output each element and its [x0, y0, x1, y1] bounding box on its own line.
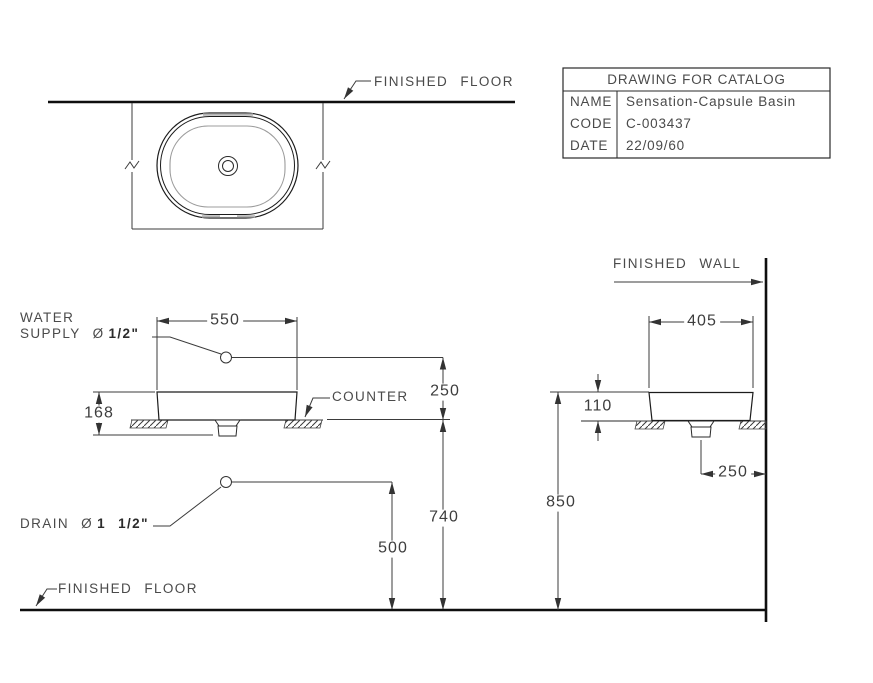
- dim-drain-above-floor-500: 500: [375, 540, 411, 558]
- finished-wall-label: FINISHED WALL: [613, 256, 742, 271]
- dim-basin-depth-405: 405: [684, 313, 720, 331]
- front-elevation-drawing: [20, 317, 766, 612]
- table-row-name-value: Sensation-Capsule Basin: [626, 94, 796, 109]
- drain-prefix: DRAIN Ø: [20, 516, 94, 531]
- plan-view-drawing: [48, 80, 515, 230]
- counter-label: COUNTER: [332, 389, 409, 404]
- table-title: DRAWING FOR CATALOG: [607, 72, 786, 87]
- dim-basin-width-550: 550: [207, 312, 243, 330]
- table-row-code-label: CODE: [570, 116, 613, 131]
- plan-finished-floor-label: FINISHED FLOOR: [374, 74, 514, 89]
- table-row-date-value: 22/09/60: [626, 138, 685, 153]
- dim-counter-above-floor-740: 740: [426, 509, 462, 527]
- dim-supply-above-counter-250: 250: [427, 383, 463, 401]
- dim-rim-above-counter-110: 110: [580, 398, 616, 416]
- table-row-date-label: DATE: [570, 138, 609, 153]
- table-row-code-value: C-003437: [626, 116, 692, 131]
- dim-rim-above-floor-850: 850: [543, 494, 579, 512]
- dim-drain-from-wall-250: 250: [715, 464, 751, 482]
- water-supply-size: 1/2": [108, 326, 140, 341]
- table-row-name-label: NAME: [570, 94, 613, 109]
- side-elevation-drawing: [550, 258, 768, 622]
- front-finished-floor-label: FINISHED FLOOR: [58, 581, 198, 596]
- drain-size: 1 1/2": [97, 516, 149, 531]
- water-supply-prefix: SUPPLY Ø: [20, 326, 105, 341]
- dim-basin-height-168: 168: [81, 405, 117, 423]
- catalog-table-grid: [562, 67, 831, 159]
- water-supply-label-line1: WATER: [20, 310, 75, 325]
